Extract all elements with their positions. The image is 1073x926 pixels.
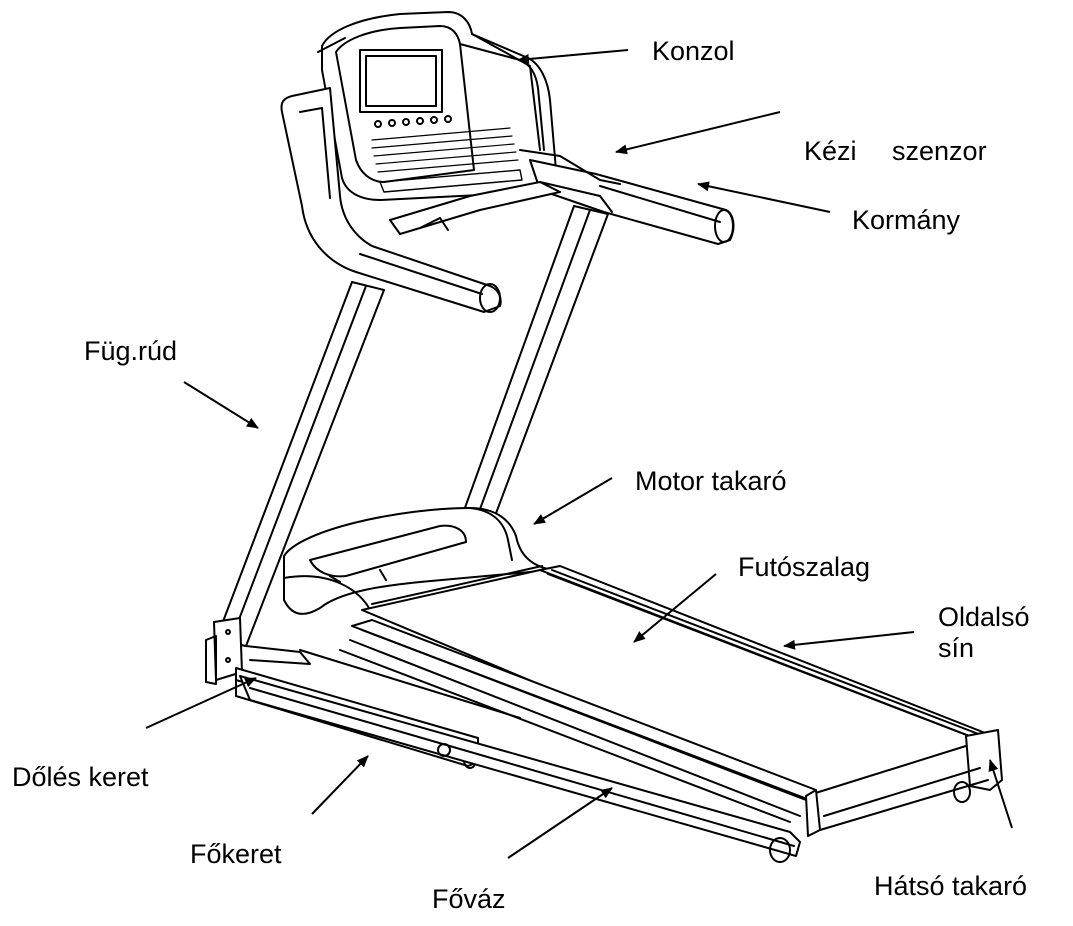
motor-hood: [283, 507, 553, 615]
label-motor-takaro: Motor takaró: [635, 466, 787, 496]
label-oldalso-sin: Oldalsó sín: [938, 602, 1030, 664]
label-kezi-szenzor: Kézi szenzor: [804, 136, 987, 166]
console-screen: [359, 49, 443, 113]
base-frame: [205, 617, 971, 863]
label-doles-keret: Dőlés keret: [12, 762, 149, 792]
label-fokeret: Főkeret: [190, 839, 282, 869]
label-fug-rud: Füg.rúd: [84, 336, 178, 366]
label-kormany: Kormány: [852, 205, 961, 235]
arrow-kormany: [697, 181, 831, 213]
upright-right: [461, 205, 609, 525]
console-shape: [317, 11, 558, 201]
arrow-hatso-takaro: [988, 759, 1013, 829]
label-konzol: Konzol: [652, 36, 735, 66]
arrow-oldalso-sin: [783, 631, 915, 650]
label-hatso-takaro: Hátsó takaró: [874, 871, 1028, 901]
arrow-kezi-szenzor: [615, 111, 781, 155]
handlebar-right: [519, 149, 735, 245]
handlebar-left: [280, 87, 502, 313]
console-buttons: [374, 115, 452, 128]
arrow-konzol: [517, 49, 629, 64]
arrow-fug-rud: [183, 381, 259, 429]
hand-sensor-crossbar: [389, 181, 613, 235]
arrow-fovaz: [507, 787, 613, 859]
leader-arrows: [145, 49, 1013, 859]
arrow-fokeret: [311, 755, 369, 815]
label-futoszalag: Futószalag: [738, 552, 871, 582]
side-rail-left: [339, 619, 817, 823]
label-fovaz: Főváz: [432, 884, 506, 914]
arrow-motor-takaro: [533, 477, 613, 525]
arrow-doles-keret: [145, 677, 257, 729]
arrow-futoszalag: [633, 573, 717, 643]
rear-cap: [805, 729, 1003, 837]
treadmill-drawing: [205, 11, 1003, 863]
